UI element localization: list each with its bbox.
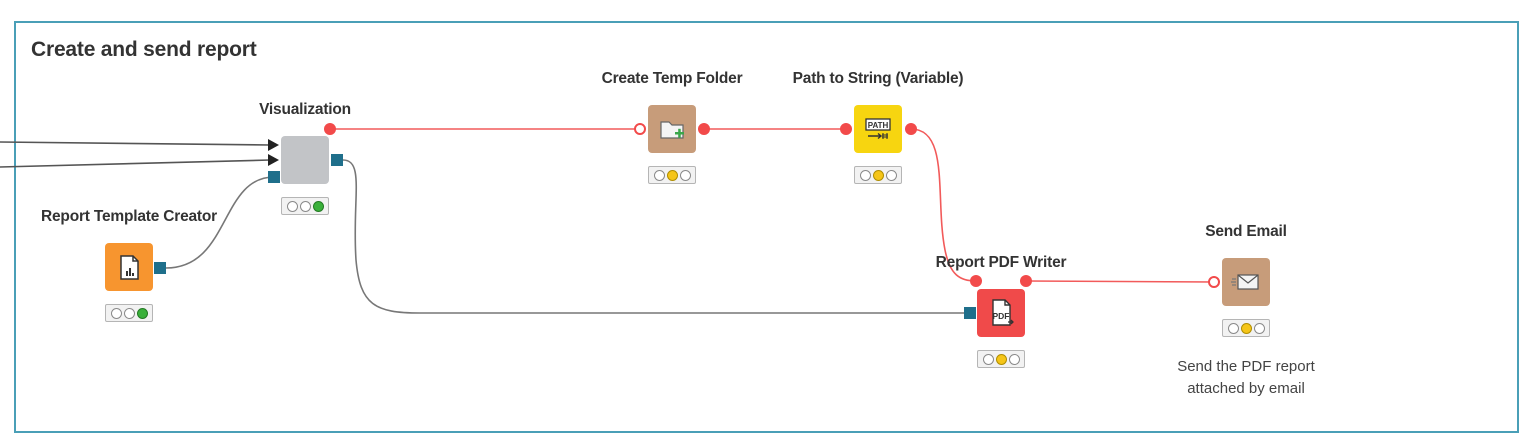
flow-variable-input-port[interactable]	[970, 275, 982, 287]
connection-pdf-writer-to-send-email[interactable]	[1025, 280, 1215, 283]
data-input-port[interactable]	[964, 307, 976, 319]
svg-text:PATH: PATH	[868, 121, 889, 130]
node-label-report-template-creator: Report Template Creator	[41, 208, 217, 225]
node-label-report-pdf-writer: Report PDF Writer	[935, 254, 1067, 271]
flow-variable-input-port[interactable]	[1208, 276, 1220, 288]
pdf-file-icon: PDF	[992, 299, 1014, 326]
node-label-path-to-string: Path to String (Variable)	[792, 70, 964, 87]
flow-variable-output-port[interactable]	[698, 123, 710, 135]
svg-text:PDF: PDF	[993, 311, 1010, 321]
data-input-port[interactable]	[268, 171, 280, 183]
connection-visualization-to-pdf-writer[interactable]	[342, 159, 969, 314]
flow-variable-output-port[interactable]	[324, 123, 336, 135]
node-report-template-creator[interactable]	[105, 243, 153, 291]
status-lights-visualization	[281, 197, 329, 215]
flow-variable-input-port[interactable]	[840, 123, 852, 135]
status-lights-report-pdf-writer	[977, 350, 1025, 368]
connection-path-string-to-pdf-writer[interactable]	[910, 128, 977, 282]
node-report-pdf-writer[interactable]: PDF	[977, 289, 1025, 337]
path-variable-icon: PATH	[865, 118, 891, 140]
node-visualization[interactable]	[281, 136, 329, 184]
data-output-port[interactable]	[331, 154, 343, 166]
note-line-2: attached by email	[1187, 380, 1305, 397]
connection-template-to-visualization[interactable]	[165, 176, 275, 269]
input-port-2[interactable]	[268, 154, 279, 166]
incoming-connection-top[interactable]	[0, 141, 271, 146]
annotation-title: Create and send report	[31, 38, 257, 61]
flow-variable-output-port[interactable]	[905, 123, 917, 135]
node-send-email[interactable]	[1222, 258, 1270, 306]
node-label-create-temp-folder: Create Temp Folder	[601, 70, 743, 87]
envelope-icon	[1231, 274, 1259, 290]
data-output-port[interactable]	[154, 262, 166, 274]
status-lights-path-to-string	[854, 166, 902, 184]
status-lights-create-temp-folder	[648, 166, 696, 184]
flow-variable-output-port[interactable]	[1020, 275, 1032, 287]
workflow-annotation	[14, 21, 1519, 433]
status-lights-send-email	[1222, 319, 1270, 337]
note-line-1: Send the PDF report	[1177, 358, 1315, 375]
node-path-to-string[interactable]: PATH	[854, 105, 902, 153]
folder-plus-icon	[660, 121, 684, 139]
node-note-send-email: Send the PDF report attached by email	[1146, 356, 1346, 400]
flow-variable-input-port[interactable]	[634, 123, 646, 135]
input-port-1[interactable]	[268, 139, 279, 151]
status-lights-report-template-creator	[105, 304, 153, 322]
node-label-visualization: Visualization	[259, 101, 351, 118]
node-create-temp-folder[interactable]	[648, 105, 696, 153]
report-template-icon	[120, 255, 139, 280]
incoming-connection-bottom[interactable]	[0, 159, 271, 168]
node-label-send-email: Send Email	[1205, 223, 1287, 240]
